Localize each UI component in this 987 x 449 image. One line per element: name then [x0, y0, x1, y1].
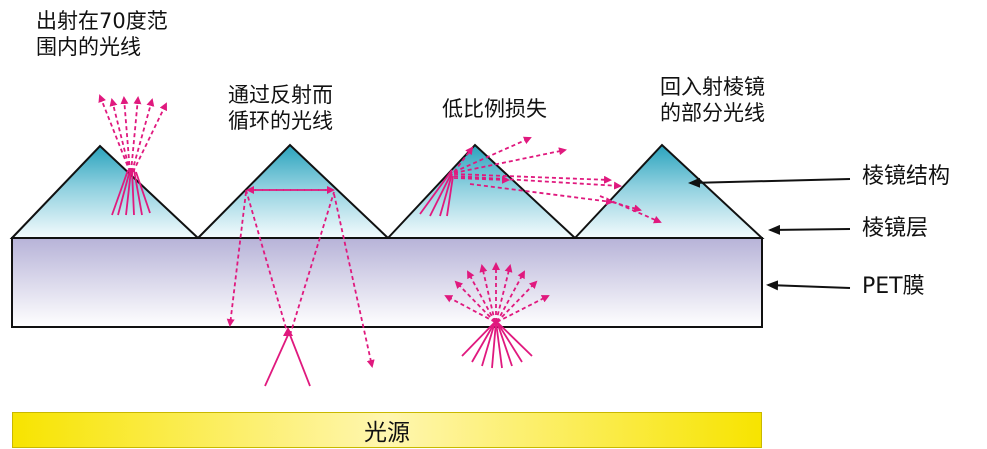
rays-low-loss [419, 136, 662, 224]
label-emit-70-line2: 围内的光线 [36, 35, 141, 59]
label-return-prism-line1: 回入射棱镜 [660, 75, 765, 99]
label-pet-film: PET膜 [862, 274, 925, 299]
label-prism-layer: 棱镜层 [862, 216, 929, 241]
rays-recycle [226, 186, 375, 387]
rays-fan [444, 262, 550, 369]
rays-emit-70 [98, 94, 167, 216]
label-recycle: 通过反射而 循环的光线 [228, 82, 333, 134]
label-recycle-line1: 通过反射而 [228, 83, 333, 107]
light-source-bar: 光源 [12, 412, 762, 448]
pet-film [11, 237, 763, 328]
label-prism-structure: 棱镜结构 [862, 164, 951, 189]
label-emit-70-line1: 出射在70度范 [36, 9, 168, 33]
prism-3 [385, 143, 578, 239]
label-emit-70: 出射在70度范 围内的光线 [36, 8, 168, 60]
pointer-prism-structure [688, 177, 851, 188]
prism-1 [9, 144, 201, 239]
label-return-prism: 回入射棱镜 的部分光线 [660, 74, 765, 126]
label-return-prism-line2: 的部分光线 [660, 101, 765, 125]
label-recycle-line2: 循环的光线 [228, 109, 333, 133]
label-low-loss: 低比例损失 [442, 97, 547, 121]
prism-4 [572, 143, 765, 239]
prism-layer [9, 143, 765, 239]
label-pointers [688, 177, 851, 291]
prism-2 [195, 143, 391, 239]
pointer-pet-film [766, 280, 851, 291]
pointer-prism-layer [768, 224, 851, 235]
light-source-label: 光源 [364, 420, 410, 446]
